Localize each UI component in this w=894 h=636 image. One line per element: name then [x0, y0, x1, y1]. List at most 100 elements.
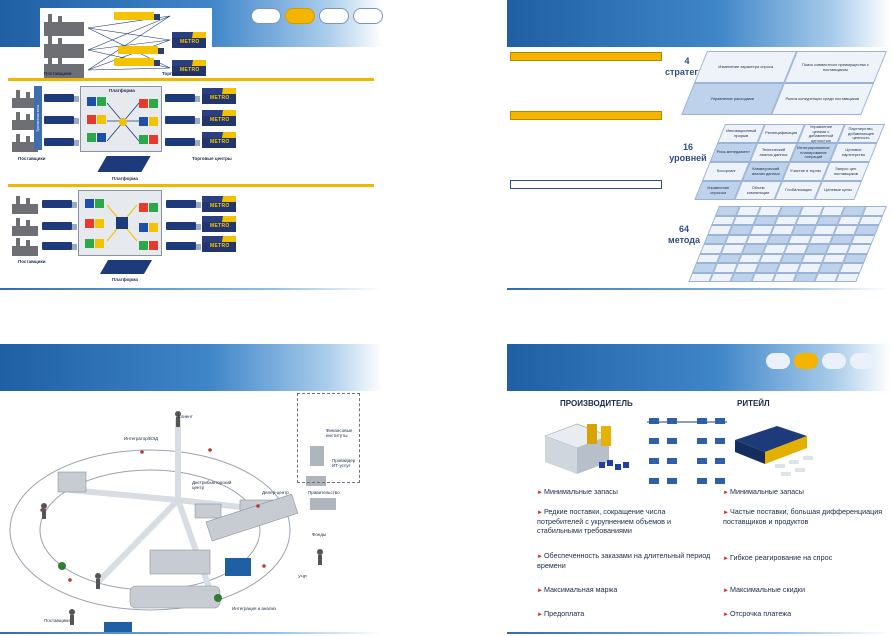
cargo-icon	[87, 115, 96, 124]
level-cell[interactable]: Ценовое партнерство	[829, 143, 878, 162]
label-suppliers: Поставщики	[44, 71, 72, 76]
transit-zone-label: Транзитная зона	[34, 86, 42, 150]
node-integrator[interactable]: Интегратор/ВЭД	[124, 436, 159, 441]
bullet-arrow-icon: ►	[723, 612, 729, 618]
nav-dot[interactable]	[822, 353, 846, 369]
cargo-icon	[149, 241, 158, 250]
truck-icon	[44, 138, 79, 146]
method-cell[interactable]	[858, 215, 884, 225]
strategies-grid: Изменение характера спроса Поиск совмест…	[681, 51, 890, 115]
method-cell[interactable]	[862, 206, 887, 216]
cargo-icon	[85, 219, 94, 228]
label-suppliers: Поставщики	[18, 259, 46, 264]
cargo-icon	[85, 239, 94, 248]
level-methods: 64 метода	[668, 224, 700, 245]
separator-line	[8, 78, 374, 81]
method-cell[interactable]	[842, 253, 868, 263]
platform-title: Платформа	[109, 88, 135, 93]
method-cell[interactable]	[835, 272, 861, 282]
node-finance[interactable]: Финансовые институты	[326, 428, 353, 438]
label-platform: Платформа	[112, 176, 138, 181]
store-icon: METRO	[202, 216, 236, 232]
cargo-icon	[95, 219, 104, 228]
nav-dot-active[interactable]	[794, 353, 818, 369]
bullet-arrow-icon: ►	[723, 510, 729, 516]
level-cell[interactable]: Партнерство, добавляющее ценность	[837, 124, 885, 143]
nav-pill[interactable]	[319, 8, 349, 24]
truck-icon	[114, 58, 160, 66]
factory-icon	[12, 238, 38, 256]
method-cell[interactable]	[839, 263, 864, 273]
store-icon: METRO	[202, 132, 236, 148]
level-cell[interactable]: Запрос цен поставщиков	[821, 162, 870, 181]
truck-icon	[165, 94, 200, 102]
truck-icon	[118, 46, 164, 54]
strategy-cell[interactable]: Изменение характера спроса	[694, 51, 797, 83]
method-cell[interactable]	[850, 234, 876, 244]
retail-point: ►Отсрочка платежа	[723, 609, 792, 618]
cargo-icon	[97, 133, 106, 142]
nav-pill[interactable]	[353, 8, 383, 24]
method-cell[interactable]	[854, 225, 880, 235]
node-it-provider[interactable]: Провайдер ИТ-услуг	[332, 458, 356, 468]
cargo-icon	[139, 203, 148, 212]
cargo-icon	[149, 203, 158, 212]
slide-footer-line	[0, 288, 383, 290]
node-client[interactable]: Клиент	[178, 414, 193, 419]
strategy-cell[interactable]: Поиск совместного преимущества с поставщ…	[784, 51, 887, 83]
producer-point: ►Максимальная маржа	[537, 585, 618, 594]
node-dist-center[interactable]: Дистрибьюторский центр	[192, 480, 232, 490]
producer-point: ►Минимальные запасы	[537, 487, 618, 496]
ecosystem-diagram: Клиент Интегратор/ВЭД Финансовые институ…	[0, 390, 383, 636]
nav-dot[interactable]	[766, 353, 790, 369]
retail-point: ►Гибкое реагирование на спрос	[723, 553, 833, 562]
slide-header	[507, 0, 890, 47]
slide-nav-dots	[766, 353, 874, 369]
retail-point: ►Минимальные запасы	[723, 487, 804, 496]
nav-pill-active[interactable]	[285, 8, 315, 24]
slide-producer-vs-retail[interactable]: ПРОИЗВОДИТЕЛЬ РИТЕЙЛ ►Минимальные запасы…	[507, 344, 890, 636]
truck-icon	[42, 222, 77, 230]
store-icon: METRO	[172, 60, 206, 76]
cargo-icon	[87, 133, 96, 142]
node-dealer[interactable]: Дилер-центр	[262, 490, 289, 495]
truck-icon	[166, 200, 201, 208]
level-cell[interactable]: Целевые цены	[814, 181, 862, 200]
platform-panel: Платформа	[80, 86, 162, 152]
bullet-arrow-icon: ►	[537, 588, 543, 594]
label-centers: Торговые центры	[192, 156, 232, 161]
truck-icon	[42, 242, 77, 250]
factory-icon	[12, 196, 38, 214]
node-integration[interactable]: Интеграция и анализ	[232, 606, 277, 611]
method-cell[interactable]	[846, 244, 872, 254]
cargo-icon	[95, 199, 104, 208]
retail-point: ►Максимальные скидки	[723, 585, 805, 594]
strategy-cell[interactable]: Рынок конкуренции среди поставщиков	[771, 83, 875, 115]
nav-dot[interactable]	[850, 353, 874, 369]
truck-icon	[114, 12, 160, 20]
node-udf[interactable]: УЧР	[298, 574, 307, 579]
node-suppliers[interactable]: Поставщики	[44, 618, 70, 623]
slide-footer-line	[0, 632, 383, 634]
node-funds[interactable]: Фонды	[312, 532, 327, 537]
slide-network-ecosystem[interactable]: Клиент Интегратор/ВЭД Финансовые институ…	[0, 344, 383, 636]
cargo-icon	[139, 99, 148, 108]
truck-icon	[42, 200, 77, 208]
crossdock-panel	[78, 190, 162, 256]
slide-strategy-pyramid[interactable]: 4 стратегии 16 уровней 64 метода Изменен…	[507, 0, 890, 292]
cargo-icon	[97, 97, 106, 106]
slide-supply-schemes[interactable]: METRO METRO Поставщики Торговые центры Т…	[0, 0, 383, 292]
node-government[interactable]: Правительство	[308, 490, 340, 495]
producer-point: ►Предоплата	[537, 609, 585, 618]
stakeholders-box	[297, 393, 360, 483]
factory-icon	[12, 112, 38, 130]
truck-icon	[165, 116, 200, 124]
horse-team-illustration	[647, 418, 727, 484]
slide-footer-line	[507, 288, 890, 290]
nav-pill[interactable]	[251, 8, 281, 24]
strategy-cell[interactable]: Управление расходами	[681, 83, 785, 115]
cargo-icon	[139, 135, 148, 144]
store-icon: METRO	[202, 196, 236, 212]
cargo-icon	[139, 117, 148, 126]
scheme-direct: METRO METRO	[40, 8, 212, 78]
